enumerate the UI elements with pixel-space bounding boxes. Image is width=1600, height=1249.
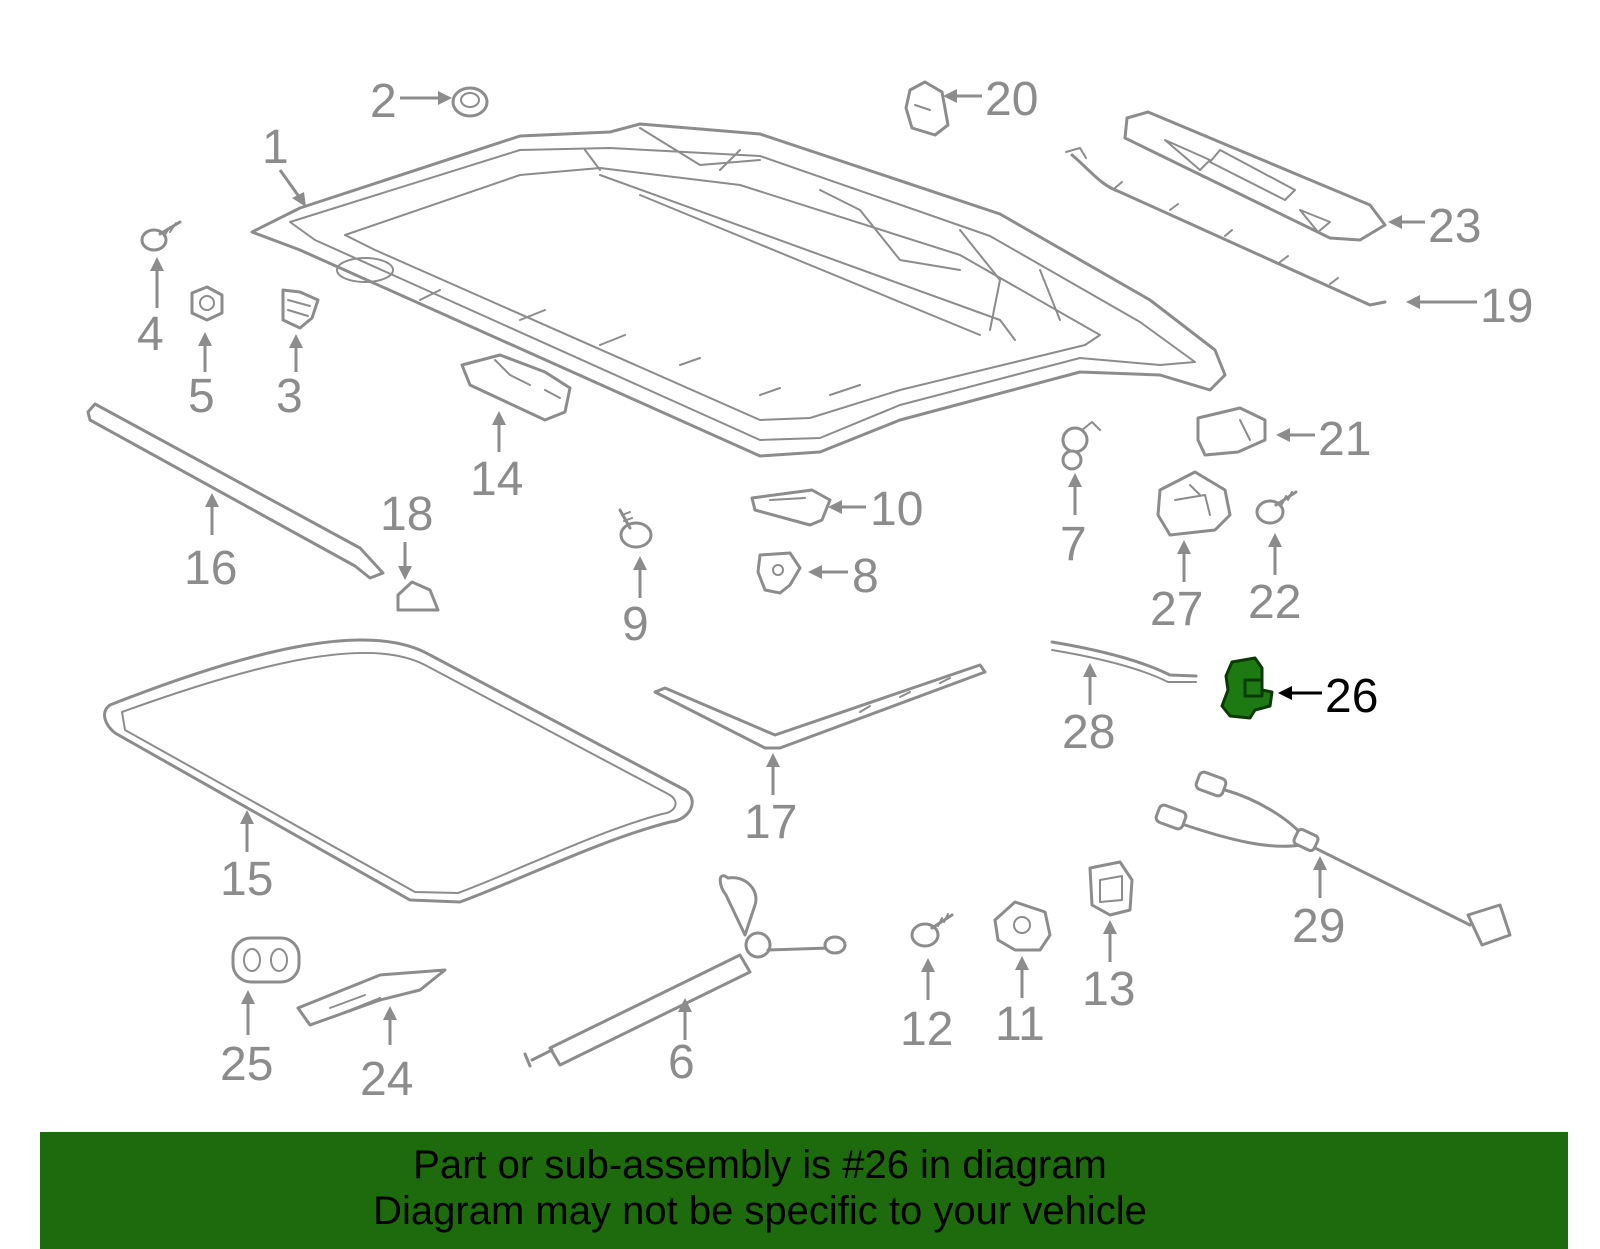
- part-17-trim-strip[interactable]: [653, 663, 987, 750]
- callout-27: 27: [1150, 540, 1203, 636]
- callout-12: 12: [900, 958, 953, 1056]
- part-26-highlighted[interactable]: [1220, 656, 1274, 720]
- part-16-weatherstrip[interactable]: [86, 402, 385, 580]
- callout-17: 17: [744, 753, 797, 849]
- part-12-screw[interactable]: [910, 913, 954, 948]
- part-9-screw[interactable]: [618, 508, 653, 549]
- part-22-screw[interactable]: [1255, 490, 1298, 525]
- callout-25: 25: [220, 990, 273, 1091]
- svg-text:15: 15: [220, 853, 273, 906]
- svg-text:16: 16: [184, 542, 237, 595]
- callout-5: 5: [188, 332, 215, 423]
- callout-22: 22: [1248, 533, 1301, 629]
- part-3-clip[interactable]: [281, 288, 320, 330]
- svg-text:20: 20: [985, 73, 1038, 126]
- callout-23: 23: [1388, 200, 1481, 253]
- part-5-nut[interactable]: [190, 285, 224, 322]
- part-14-handle[interactable]: [460, 353, 572, 422]
- svg-text:28: 28: [1062, 706, 1115, 759]
- callout-2: 2: [370, 75, 452, 128]
- part-18-bracket[interactable]: [396, 580, 440, 612]
- svg-text:9: 9: [622, 598, 649, 651]
- callout-9: 9: [622, 556, 649, 651]
- part-6-gas-strut[interactable]: [523, 874, 847, 1068]
- part-10-clip[interactable]: [750, 488, 832, 527]
- svg-text:1: 1: [262, 121, 289, 174]
- callout-4: 4: [137, 257, 164, 361]
- callout-21: 21: [1276, 413, 1371, 466]
- banner-disclaimer-line: Diagram may not be specific to your vehi…: [373, 1189, 1147, 1233]
- part-28-seal-strip[interactable]: [1050, 640, 1198, 683]
- svg-text:24: 24: [360, 1053, 413, 1106]
- callout-11: 11: [995, 956, 1045, 1051]
- part-20-bracket[interactable]: [904, 80, 950, 137]
- part-19-wire-strip[interactable]: [1065, 147, 1387, 307]
- part-7-push-pin[interactable]: [1061, 421, 1101, 471]
- svg-text:4: 4: [137, 308, 164, 361]
- svg-text:18: 18: [380, 488, 433, 541]
- svg-text:21: 21: [1318, 413, 1371, 466]
- svg-text:13: 13: [1082, 963, 1135, 1016]
- svg-text:12: 12: [900, 1003, 953, 1056]
- svg-text:10: 10: [870, 483, 923, 536]
- svg-text:3: 3: [276, 370, 303, 423]
- svg-text:29: 29: [1292, 900, 1345, 953]
- part-1-liftgate-panel[interactable]: [250, 122, 1227, 458]
- callout-7: 7: [1060, 473, 1087, 571]
- part-11-retainer[interactable]: [993, 900, 1052, 952]
- callout-15: 15: [220, 810, 273, 906]
- callout-3: 3: [276, 334, 303, 423]
- svg-text:23: 23: [1428, 200, 1481, 253]
- part-15-glass-seal[interactable]: [103, 638, 694, 904]
- callout-28: 28: [1062, 663, 1115, 759]
- part-29-wiring-harness[interactable]: [1154, 770, 1512, 947]
- callout-16: 16: [184, 493, 237, 595]
- svg-text:2: 2: [370, 75, 397, 128]
- callout-13: 13: [1082, 920, 1135, 1016]
- svg-text:25: 25: [220, 1038, 273, 1091]
- callout-10: 10: [828, 483, 923, 536]
- info-banner: Part or sub-assembly is #26 in diagram D…: [40, 1132, 1568, 1249]
- part-24-bracket[interactable]: [296, 968, 447, 1027]
- svg-text:8: 8: [852, 550, 879, 603]
- callout-6: 6: [668, 998, 695, 1089]
- svg-text:26: 26: [1325, 670, 1378, 723]
- callout-26: 26: [1278, 670, 1378, 723]
- svg-text:22: 22: [1248, 576, 1301, 629]
- part-4-screw[interactable]: [140, 220, 182, 252]
- part-25-grommet[interactable]: [231, 936, 301, 984]
- part-2-grommet[interactable]: [451, 86, 489, 118]
- svg-text:5: 5: [188, 370, 215, 423]
- banner-part-line: Part or sub-assembly is #26 in diagram: [413, 1143, 1107, 1187]
- svg-text:6: 6: [668, 1036, 695, 1089]
- callout-29: 29: [1292, 856, 1345, 953]
- svg-text:17: 17: [744, 796, 797, 849]
- callout-19: 19: [1406, 280, 1533, 333]
- svg-text:14: 14: [470, 453, 523, 506]
- part-27-striker-cover[interactable]: [1156, 470, 1232, 537]
- part-8-clip[interactable]: [756, 551, 802, 595]
- callout-14: 14: [470, 411, 523, 506]
- callout-24: 24: [360, 1006, 413, 1106]
- svg-text:27: 27: [1150, 583, 1203, 636]
- svg-text:19: 19: [1480, 280, 1533, 333]
- callout-20: 20: [943, 73, 1038, 126]
- part-23-spoiler-cover[interactable]: [1123, 110, 1387, 242]
- svg-text:11: 11: [995, 998, 1045, 1051]
- part-13-latch-cover[interactable]: [1088, 860, 1134, 917]
- svg-text:7: 7: [1060, 518, 1087, 571]
- callout-1: 1: [262, 121, 306, 207]
- part-21-bumper[interactable]: [1196, 406, 1267, 457]
- callout-18: 18: [380, 488, 433, 580]
- callout-8: 8: [808, 550, 879, 603]
